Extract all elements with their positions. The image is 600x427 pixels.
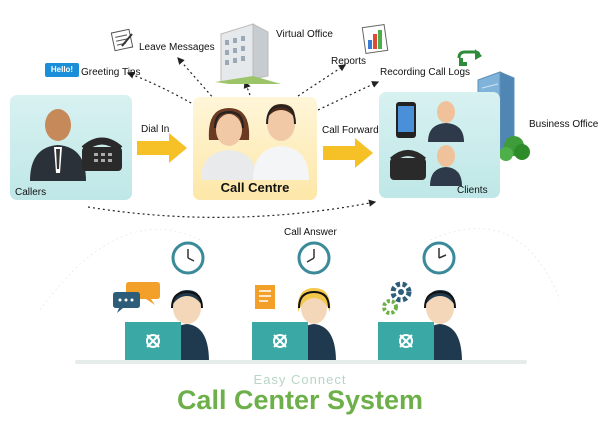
agent-workstation-2 — [252, 288, 336, 362]
mobile-phone-icon — [396, 102, 416, 138]
recording-call-logs-label: Recording Call Logs — [380, 67, 471, 78]
agent-workstation-3 — [378, 290, 462, 362]
call-centre-agents-icon — [201, 104, 309, 180]
call-centre-title: Call Centre — [220, 180, 290, 195]
footer-subtitle: Easy Connect — [253, 372, 347, 387]
footer-title: Call Center System — [176, 385, 424, 415]
hello-badge-text: Hello! — [50, 65, 74, 74]
virtual-office-label: Virtual Office — [276, 29, 333, 40]
leave-messages-label: Leave Messages — [139, 42, 215, 53]
agent-workstation-1 — [125, 290, 209, 362]
desk-phone-icon — [390, 150, 426, 180]
clients-label: Clients — [457, 185, 488, 196]
chat-bubbles-icon — [113, 282, 160, 313]
clients-icon — [390, 101, 464, 186]
gear-icon — [382, 281, 412, 315]
clock-icon — [297, 241, 331, 275]
call-answer-label: Call Answer — [284, 227, 337, 238]
speech-bubble-icon: Hello! — [45, 63, 79, 77]
dial-in-arrow — [137, 133, 187, 163]
call-centre-panel — [193, 97, 317, 200]
call-forward-label: Call Forward — [322, 125, 379, 136]
business-office-label: Business Office — [529, 119, 599, 130]
building-icon — [215, 23, 281, 84]
document-icon — [255, 285, 275, 309]
phone-forward-icon — [457, 49, 482, 66]
notepad-icon — [110, 28, 134, 52]
line-recording — [317, 81, 380, 111]
line-leave — [177, 57, 216, 101]
reports-label: Reports — [331, 56, 367, 67]
caller-person-icon — [30, 109, 123, 181]
desk-surface — [75, 360, 527, 364]
dial-in-label: Dial In — [141, 124, 170, 135]
line-virtual — [243, 80, 251, 96]
greeting-tips-label: Greeting Tips — [81, 67, 141, 78]
line-reports — [297, 64, 347, 97]
desk-phone-icon — [81, 137, 123, 171]
clock-icon — [171, 241, 205, 275]
callers-label: Callers — [15, 187, 47, 198]
clock-icon — [422, 241, 456, 275]
line-greeting — [126, 71, 201, 109]
line-answer — [87, 199, 377, 218]
call-forward-arrow — [323, 138, 373, 168]
report-chart-icon — [361, 24, 389, 54]
